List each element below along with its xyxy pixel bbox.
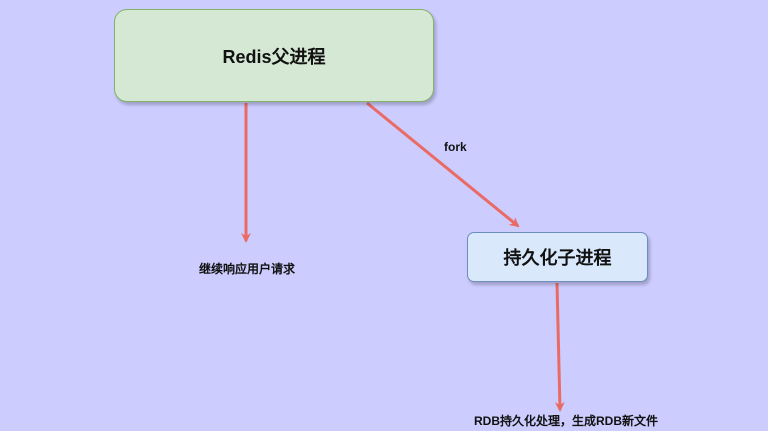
fork-edge-label: fork [444, 140, 467, 154]
parent-process-node[interactable]: Redis父进程 [114, 9, 434, 102]
parent-process-label: Redis父进程 [222, 46, 326, 67]
child-process-label: 持久化子进程 [503, 248, 612, 268]
child-process-node[interactable]: 持久化子进程 [467, 232, 648, 282]
rdb-process-label: RDB持久化处理，生成RDB新文件 [474, 414, 658, 428]
continue-serving-label: 继续响应用户请求 [199, 262, 296, 276]
arrow-child-to-rdb [554, 282, 565, 412]
arrow-fork [366, 101, 520, 228]
